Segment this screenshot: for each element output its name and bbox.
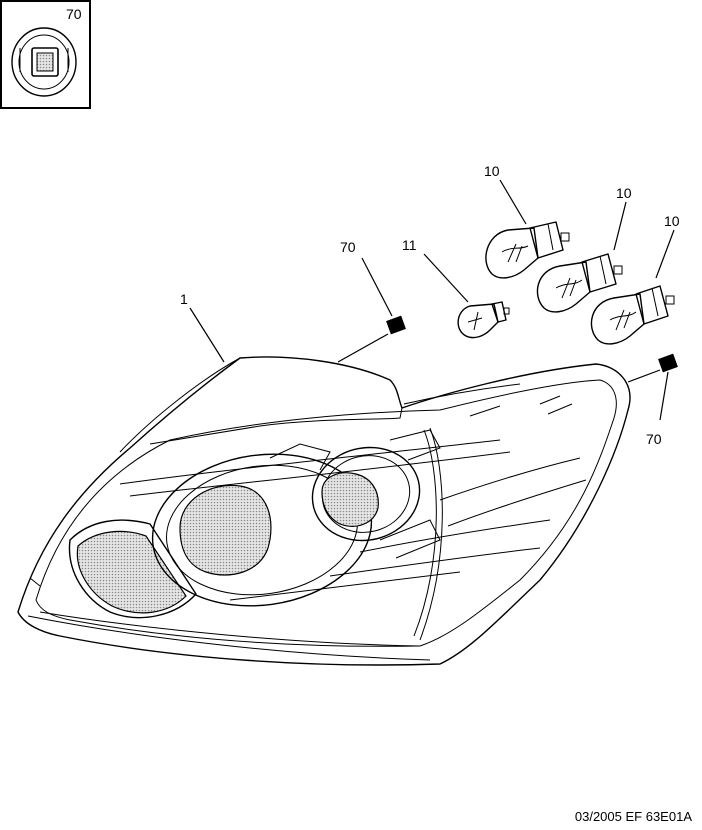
leader-70-right bbox=[627, 369, 661, 383]
bulb-10-a-icon bbox=[485, 221, 570, 279]
leader-11 bbox=[423, 253, 469, 303]
inset-label: 70 bbox=[66, 6, 82, 22]
main-lens-icon bbox=[179, 484, 272, 576]
leader-10-c bbox=[655, 229, 675, 279]
bulb-11-icon bbox=[457, 301, 510, 339]
leader-70-upper-b bbox=[337, 333, 389, 363]
callout-70-right: 70 bbox=[646, 431, 662, 447]
callout-70-upper: 70 bbox=[340, 239, 356, 255]
leader-10-a bbox=[499, 179, 527, 225]
bulb-10-c-icon bbox=[590, 285, 675, 345]
clip-70-right-icon bbox=[658, 353, 678, 373]
clip-inset-icon bbox=[11, 27, 77, 97]
diagram-date: 03/2005 bbox=[574, 809, 622, 824]
callout-10-a: 10 bbox=[484, 163, 500, 179]
upper-lens-icon bbox=[321, 472, 379, 527]
leader-70-upper bbox=[361, 257, 393, 317]
left-lens-icon bbox=[76, 530, 187, 614]
inset-box: 70 bbox=[0, 0, 91, 109]
callout-11: 11 bbox=[402, 237, 417, 253]
headlamp-assembly bbox=[17, 356, 631, 666]
diagram-reference: 03/2005 EF 63E01A bbox=[575, 809, 692, 824]
callout-10-c: 10 bbox=[664, 213, 680, 229]
leader-10-b bbox=[613, 201, 627, 251]
bulb-10-b-icon bbox=[536, 253, 623, 313]
callout-1: 1 bbox=[180, 291, 188, 307]
diagram-ref-code: EF 63E01A bbox=[625, 809, 693, 824]
leader-70-right-b bbox=[659, 371, 669, 421]
clip-70-upper-icon bbox=[386, 315, 406, 335]
callout-10-b: 10 bbox=[616, 185, 632, 201]
leader-1 bbox=[189, 307, 225, 363]
